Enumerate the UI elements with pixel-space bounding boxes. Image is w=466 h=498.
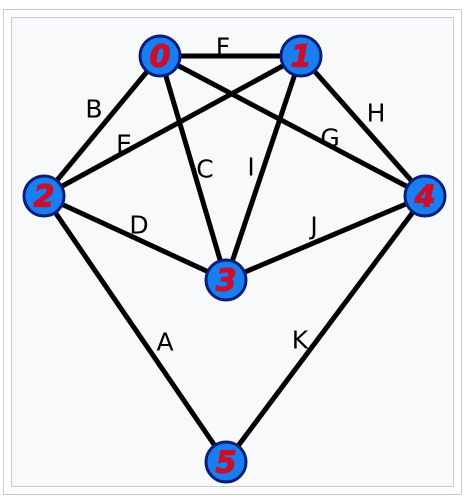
edges-layer (41, 53, 428, 465)
node-2: 2 (22, 174, 66, 218)
node-circle (279, 34, 323, 78)
edge-d (41, 193, 229, 283)
edge-label-i: I (247, 153, 254, 182)
edge-label-c: C (196, 155, 213, 184)
node-4: 4 (403, 174, 447, 218)
edge-label-a: A (156, 328, 173, 357)
node-label: 0 (150, 40, 171, 75)
edge-j (223, 193, 428, 283)
edge-label-k: K (292, 326, 309, 355)
edge-b (41, 53, 163, 199)
edge-label-e: E (116, 130, 132, 159)
edge-i (223, 53, 304, 283)
node-circle (403, 174, 447, 218)
edge-label-j: J (308, 212, 317, 241)
node-label: 5 (216, 446, 237, 481)
node-0: 0 (138, 34, 182, 78)
node-label: 1 (291, 40, 312, 75)
edge-label-d: D (129, 211, 148, 240)
edge-a (41, 193, 229, 465)
node-circle (138, 34, 182, 78)
node-label: 2 (34, 180, 55, 215)
edge-h (298, 53, 428, 199)
edge-c (157, 53, 229, 283)
node-circle (204, 258, 248, 302)
node-label: 4 (414, 180, 436, 215)
edge-label-h: H (367, 99, 386, 128)
edge-labels-layer: F B C G E I H D A J K (85, 33, 385, 357)
node-3: 3 (204, 258, 248, 302)
node-circle (22, 174, 66, 218)
edge-g (157, 53, 428, 199)
node-1: 1 (279, 34, 323, 78)
node-circle (204, 440, 248, 484)
edge-k (223, 193, 428, 465)
edge-label-f: F (216, 33, 230, 62)
edge-label-g: G (320, 124, 339, 153)
edge-label-b: B (85, 95, 102, 124)
node-label: 3 (216, 264, 237, 299)
node-5: 5 (204, 440, 248, 484)
nodes-layer: 0 1 2 3 4 5 (22, 34, 447, 484)
edge-e (41, 53, 304, 199)
